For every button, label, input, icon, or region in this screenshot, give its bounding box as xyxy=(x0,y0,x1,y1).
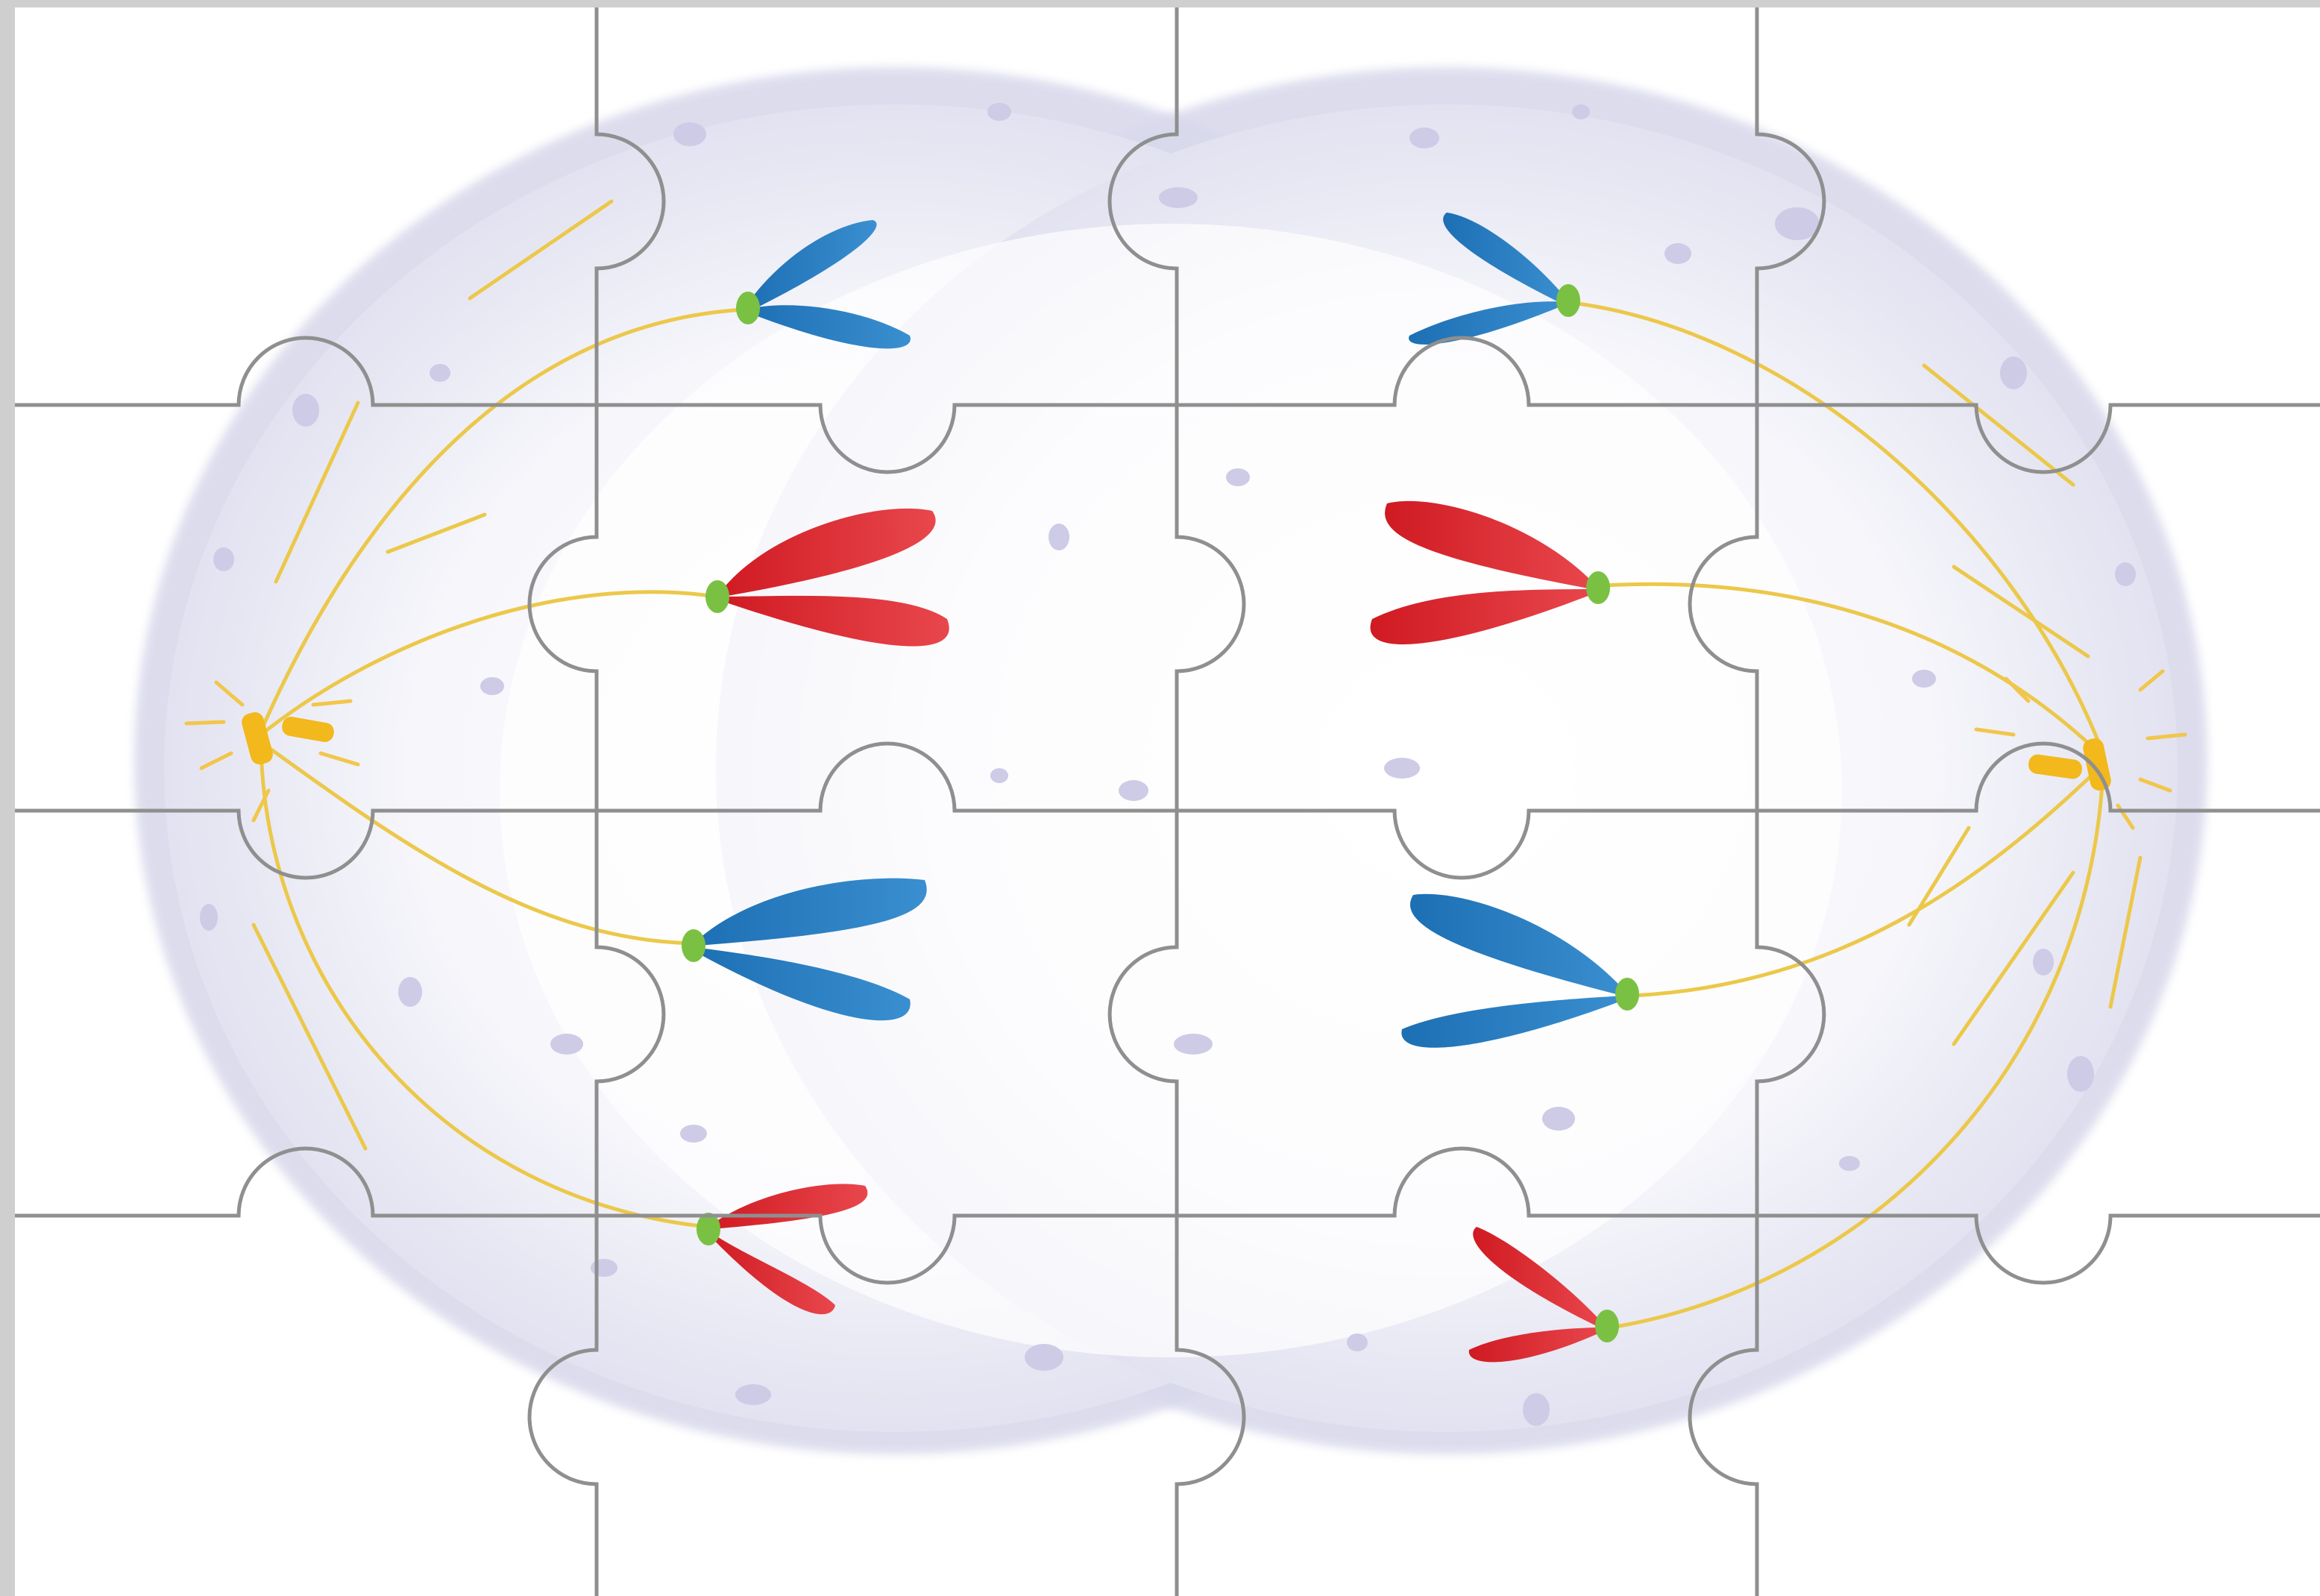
frame-top-edge xyxy=(0,0,2320,7)
centrosome-icon xyxy=(282,717,334,742)
chromosome-left-red-bottom xyxy=(697,1184,868,1315)
frame-left-edge xyxy=(0,0,15,1596)
chromosome-right-red-upper xyxy=(1370,500,1610,644)
chromosome-left-blue-top xyxy=(736,220,911,349)
centrosome-icon xyxy=(2028,754,2082,779)
centrosome-icon xyxy=(2083,738,2111,791)
chromosome-left-red-upper xyxy=(705,508,949,647)
chromosome-right-blue-lower xyxy=(1401,893,1639,1048)
chromosome-right-red-bottom xyxy=(1468,1227,1619,1363)
chromosome-left-blue-lower xyxy=(682,878,927,1021)
puzzle-piece-lines xyxy=(15,0,2320,1596)
cell-body xyxy=(134,67,2207,1454)
chromosome-right-blue-top xyxy=(1409,213,1580,345)
centrosome-icon xyxy=(242,712,273,764)
centrosome-right xyxy=(1974,669,2187,830)
centrosome-left xyxy=(184,680,360,823)
spindle-fibers xyxy=(251,199,2143,1330)
